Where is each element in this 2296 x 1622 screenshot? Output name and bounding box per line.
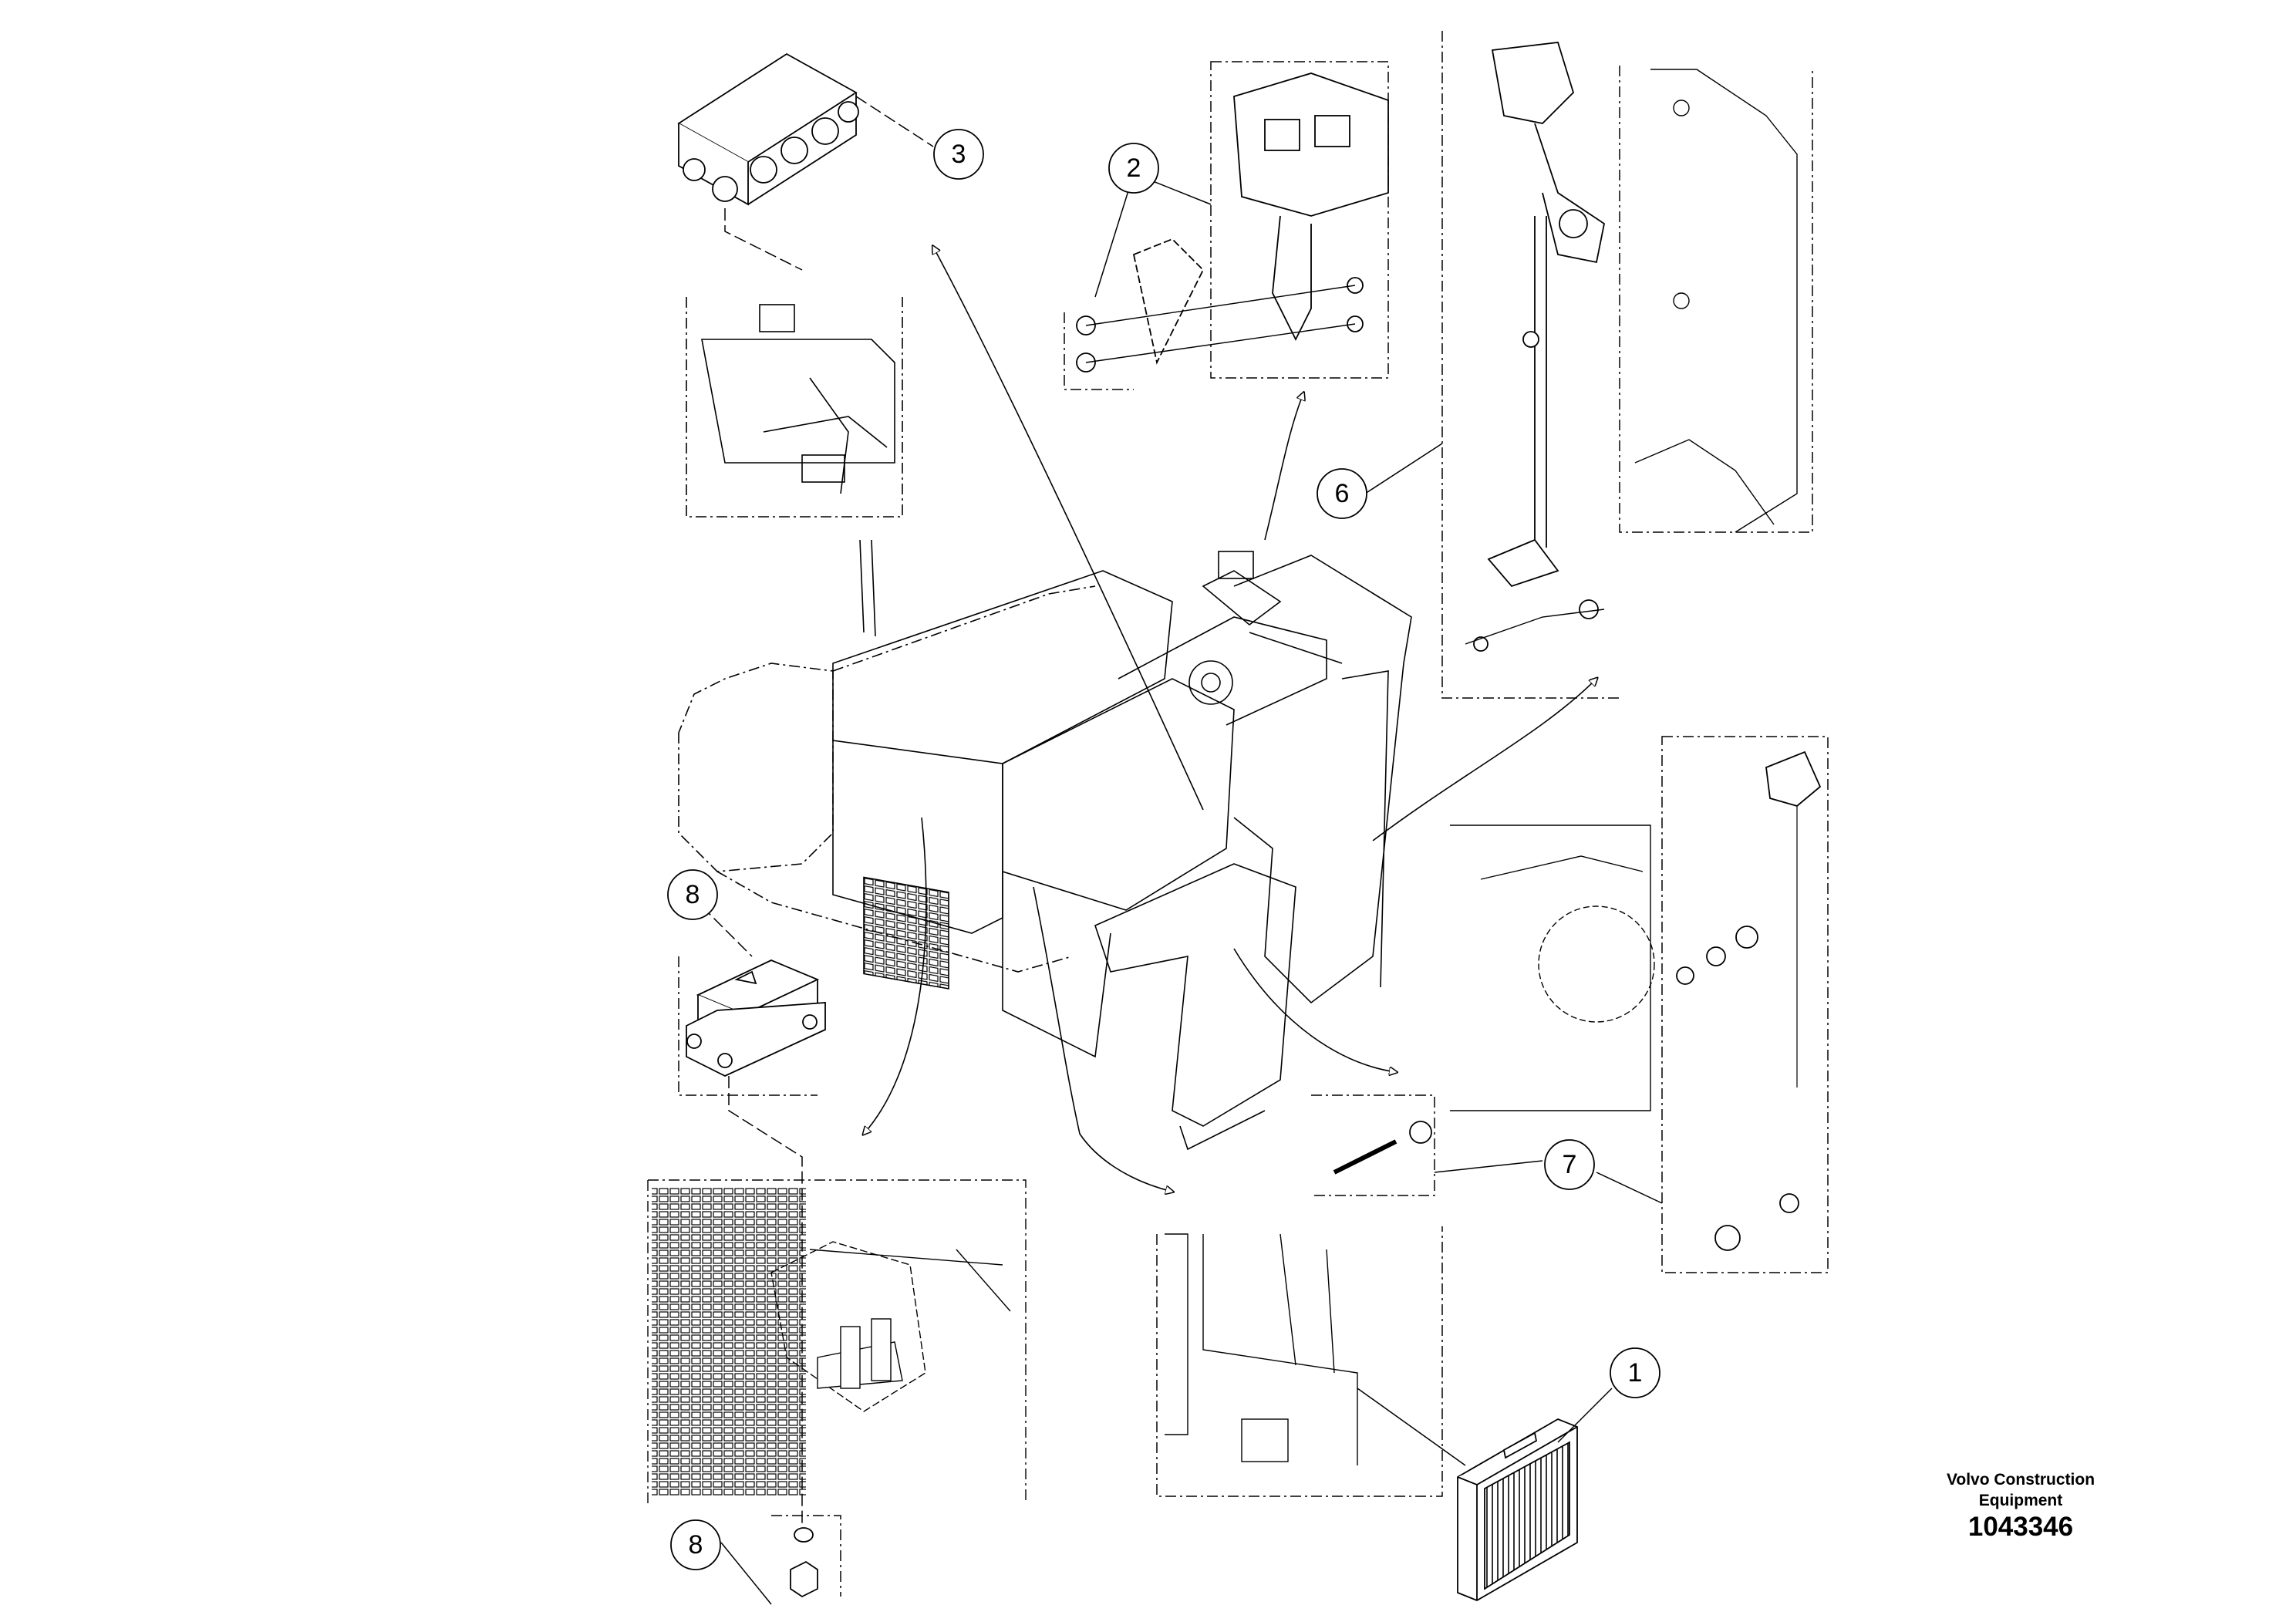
junction-box-part-3: [677, 52, 859, 206]
callout-6-label: 6: [1335, 479, 1350, 508]
callout-7-label: 7: [1563, 1150, 1577, 1179]
detail-view-item-6: [1441, 31, 1813, 699]
frame-detail-6: [1634, 69, 1798, 533]
callout-1-label: 1: [1628, 1358, 1643, 1388]
sensor-part-7: [1333, 750, 1822, 1251]
radiator-part-1: [1457, 1418, 1578, 1601]
callout-8a: 8: [667, 869, 718, 920]
document-number: 1043346: [1967, 1512, 2074, 1542]
detail-view-grill: [647, 1179, 1027, 1504]
leader-line-8b: [720, 1542, 772, 1605]
leader-line-2: [1094, 173, 1212, 298]
location-arrows: [864, 247, 1596, 1192]
detail-frame-7: [1450, 824, 1655, 1111]
detail-view-item-1: [1156, 1226, 1443, 1497]
bracket-part-6: [1473, 42, 1606, 652]
module-part-8: [686, 959, 826, 1077]
callout-2: 2: [1108, 143, 1159, 194]
callout-3-label: 3: [952, 140, 966, 169]
callout-2-label: 2: [1127, 153, 1141, 183]
leader-line-1: [1357, 1388, 1613, 1466]
brand-line-1: Volvo Construction: [1946, 1471, 2095, 1489]
leader-line-3: [724, 96, 934, 271]
brand-line-2: Equipment: [1978, 1492, 2063, 1509]
machine-frame: [678, 539, 1412, 1151]
leader-line-6: [1364, 443, 1443, 494]
control-unit-part-2: [1076, 73, 1389, 373]
detail-view-item-8-lower: [771, 1515, 841, 1597]
bolt-line-6: [1465, 609, 1605, 645]
callout-7: 7: [1544, 1139, 1595, 1190]
frame-detail-1: [1165, 1233, 1358, 1465]
callout-1: 1: [1610, 1347, 1660, 1398]
detail-view-item-8-upper: [678, 956, 818, 1096]
callout-3: 3: [933, 129, 984, 180]
brand-name: Volvo Construction Equipment: [1913, 1469, 2129, 1511]
callout-8b-label: 8: [689, 1530, 703, 1560]
callout-8b: 8: [670, 1519, 721, 1570]
detail-view-item-3: [686, 297, 903, 518]
nut-washer-part-8: [790, 1527, 818, 1598]
detail-view-item-7: [1311, 736, 1829, 1273]
callout-6: 6: [1317, 468, 1367, 519]
callout-8a-label: 8: [686, 880, 700, 909]
leader-line-7: [1434, 1160, 1663, 1204]
detail-view-item-2: [1064, 61, 1389, 390]
